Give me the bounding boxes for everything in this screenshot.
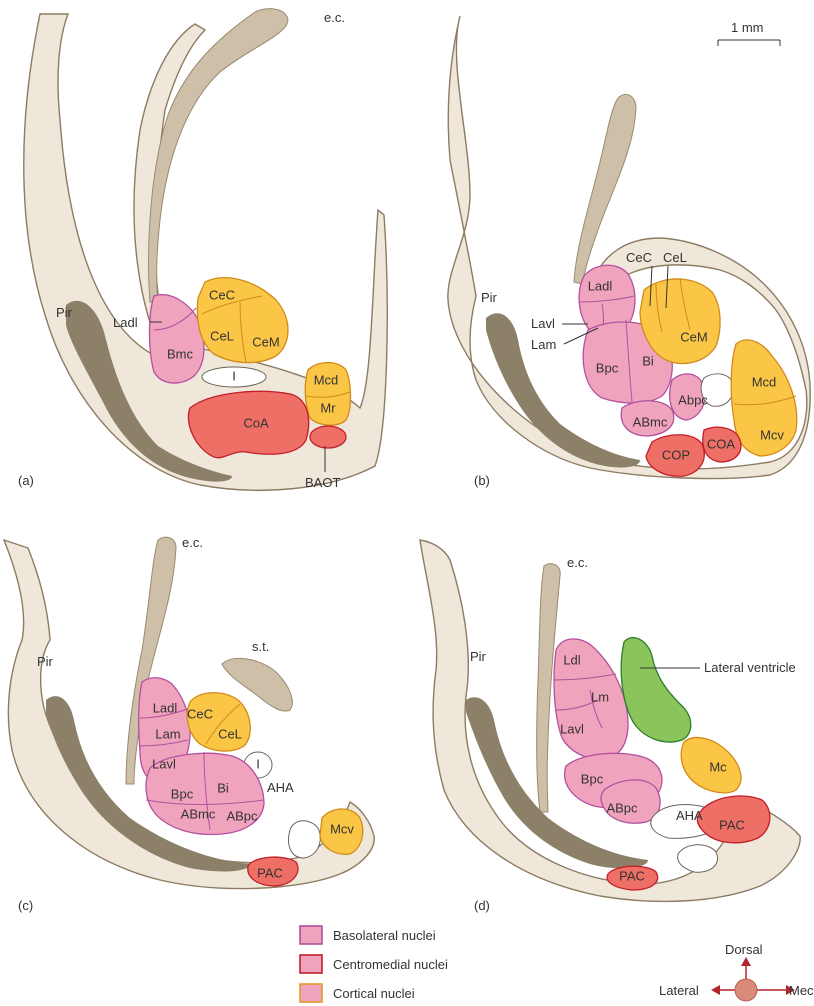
panel-tag-b: (b) (474, 473, 490, 488)
orientation-compass: Dorsal Lateral Mec (659, 942, 814, 1001)
label-mcd-b: Mcd (752, 374, 777, 389)
label-lavl-d: Lavl (560, 721, 584, 736)
scale-bar-label: 1 mm (731, 20, 764, 35)
label-pac-lower: PAC (619, 868, 645, 883)
label-coa-a: CoA (243, 415, 269, 430)
panel-b: 1 mm Pir Ladl Lavl Lam Bpc Bi CeC CeL Ce… (448, 16, 810, 488)
panel-a: e.c. Pir Ladl Bmc I CeC CeL CeM Mcd Mr C… (18, 9, 387, 491)
label-bi-b: Bi (642, 353, 654, 368)
label-abpc-c: ABpc (226, 808, 258, 823)
label-cop-b: COP (662, 447, 690, 462)
label-bi-c: Bi (217, 780, 229, 795)
label-pac-c: PAC (257, 865, 283, 880)
label-cec-c: CeC (187, 706, 213, 721)
label-ldl-d: Ldl (563, 652, 580, 667)
label-bpc-c: Bpc (171, 786, 194, 801)
label-mcd-a: Mcd (314, 372, 339, 387)
legend-swatch-centromedial (300, 955, 322, 973)
label-cec-b: CeC (626, 250, 652, 265)
label-lavl-b: Lavl (531, 316, 555, 331)
label-baot: BAOT (305, 475, 340, 490)
label-cem-a: CeM (252, 334, 279, 349)
dorsal-arrowhead-icon (741, 957, 751, 966)
label-ladl-b: Ladl (588, 278, 613, 293)
legend-swatch-basolateral (300, 926, 322, 944)
panel-tag-a: (a) (18, 473, 34, 488)
label-abmc-b: ABmc (633, 414, 668, 429)
label-cel-b: CeL (663, 250, 687, 265)
label-ladl-a: Ladl (113, 315, 138, 330)
label-cem-b: CeM (680, 329, 707, 344)
label-lm-d: Lm (591, 689, 609, 704)
label-ladl-c: Ladl (153, 700, 178, 715)
label-ec-c: e.c. (182, 535, 203, 550)
empty-space-d (678, 845, 718, 873)
label-i-c: I (256, 756, 260, 771)
label-mcv-c: Mcv (330, 821, 354, 836)
empty-space-c (289, 821, 321, 858)
label-lavl-c: Lavl (152, 756, 176, 771)
label-pir-d: Pir (470, 649, 487, 664)
label-mcv-b: Mcv (760, 427, 784, 442)
label-lam-b: Lam (531, 337, 556, 352)
legend-label-centromedial: Centromedial nuclei (333, 957, 448, 972)
orientation-medial-label: Mec (789, 983, 814, 998)
label-pac-upper: PAC (719, 817, 745, 832)
label-aha-c: AHA (267, 780, 294, 795)
label-lateral-ventricle: Lateral ventricle (704, 660, 796, 675)
panel-d: e.c. Pir Ldl Lm Lavl Bpc ABpc AHA PAC PA… (420, 540, 800, 913)
label-cel-c: CeL (218, 726, 242, 741)
orientation-dorsal-label: Dorsal (725, 942, 763, 957)
label-bmc-a: Bmc (167, 346, 194, 361)
scale-bar (718, 40, 780, 46)
label-pir-b: Pir (481, 290, 498, 305)
label-cec-a: CeC (209, 287, 235, 302)
label-bpc-d: Bpc (581, 771, 604, 786)
orientation-sphere-icon (735, 979, 757, 1001)
panel-tag-d: (d) (474, 898, 490, 913)
label-lam-c: Lam (155, 726, 180, 741)
label-ec-a: e.c. (324, 10, 345, 25)
label-mc-d: Mc (709, 759, 727, 774)
label-i-a: I (232, 368, 236, 383)
label-pir-a: Pir (56, 305, 73, 320)
central-nucleus-c (187, 693, 250, 751)
label-mr-a: Mr (320, 400, 336, 415)
label-abmc-c: ABmc (181, 806, 216, 821)
legend-label-basolateral: Basolateral nuclei (333, 928, 436, 943)
legend-label-cortical: Cortical nuclei (333, 986, 415, 1001)
legend-swatch-cortical (300, 984, 322, 1002)
label-aha-d: AHA (676, 808, 703, 823)
lateral-ventricle (621, 638, 691, 742)
baot-nucleus (310, 426, 346, 448)
label-abpc-b: Abpc (678, 392, 708, 407)
orientation-lateral-label: Lateral (659, 983, 699, 998)
label-cel-a: CeL (210, 328, 234, 343)
legend: Basolateral nuclei Centromedial nuclei C… (300, 926, 448, 1002)
label-bpc-b: Bpc (596, 360, 619, 375)
label-coa-b: COA (707, 436, 736, 451)
label-pir-c: Pir (37, 654, 54, 669)
panel-tag-c: (c) (18, 898, 33, 913)
label-abpc-d: ABpc (606, 800, 638, 815)
label-ec-d: e.c. (567, 555, 588, 570)
lateral-arrowhead-icon (711, 985, 720, 995)
label-st: s.t. (252, 639, 269, 654)
